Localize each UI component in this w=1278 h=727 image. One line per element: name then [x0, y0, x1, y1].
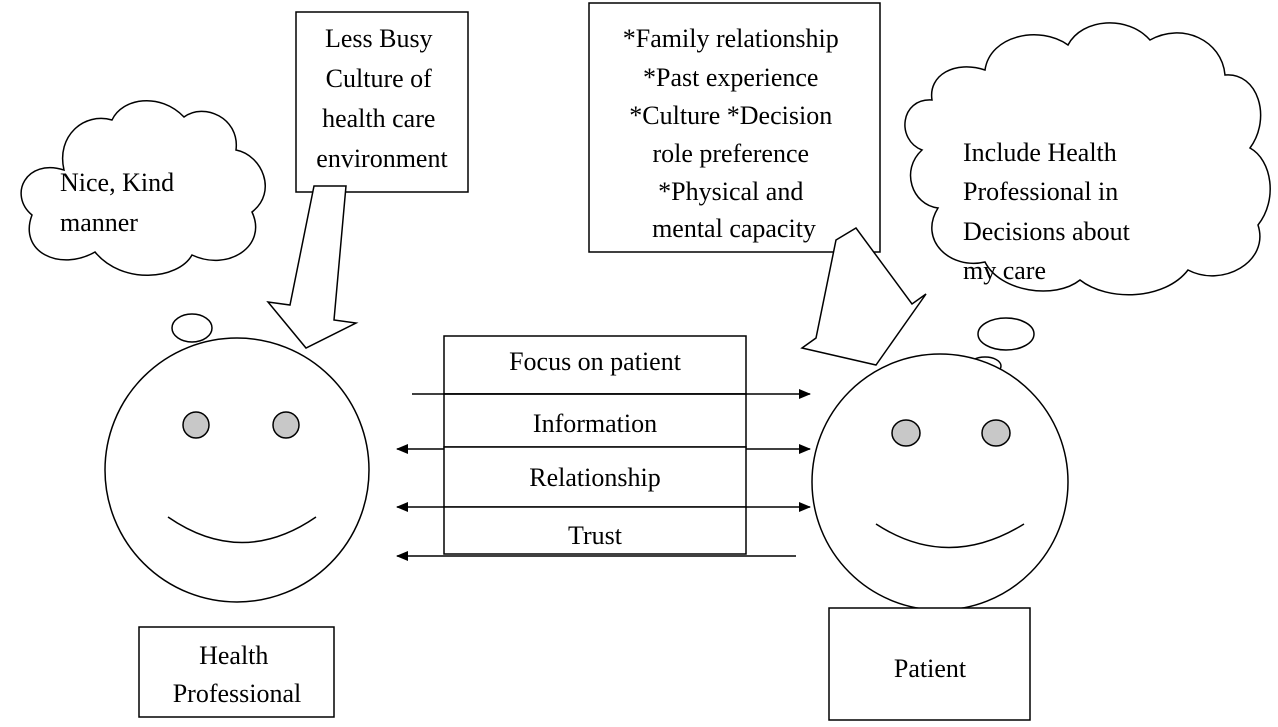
patient-box	[828, 607, 1031, 721]
channel-label-focus: Focus on patient	[509, 347, 682, 376]
professional-thought-cloud	[20, 100, 266, 276]
patient-face	[811, 353, 1069, 611]
patient-face-outline	[811, 353, 1069, 611]
channel-label-trust: Trust	[568, 521, 623, 550]
external-factors-line: Culture of	[326, 64, 432, 93]
external-factors-box	[295, 11, 469, 193]
patient-label: Patient	[894, 654, 967, 683]
professional-face-outline	[104, 337, 370, 603]
health-professional-label-line: Health	[199, 641, 268, 670]
patient-left-eye	[891, 419, 921, 447]
professional-thought-line: Nice, Kind	[60, 168, 174, 197]
patient-factors-line: *Family relationship	[623, 24, 839, 53]
external-factors-line: health care	[322, 104, 435, 133]
patient-factors-line: role preference	[652, 139, 809, 168]
channel-box-relationship	[443, 446, 747, 508]
patient-thought-line: Decisions about	[963, 217, 1131, 246]
health-professional-box	[138, 626, 335, 718]
patient-factors-line: *Culture *Decision	[629, 101, 832, 130]
professional-thought-text: Nice, Kind manner	[60, 168, 181, 237]
patient-thought-line: Include Health	[963, 138, 1117, 167]
professional-thought-line: manner	[60, 208, 138, 237]
channel-label-relationship: Relationship	[529, 463, 660, 492]
patient-right-eye	[981, 419, 1011, 447]
professional-right-eye	[272, 411, 300, 439]
professional-thought-bubble	[171, 313, 213, 343]
health-professional-label: Health Professional	[173, 641, 302, 708]
channel-box-focus	[443, 335, 747, 395]
patient-factors-line: *Past experience	[643, 63, 818, 92]
patient-thought-cloud	[904, 22, 1271, 296]
patient-influence-arrow	[800, 227, 927, 366]
patient-thought-bubble	[977, 317, 1035, 351]
patient-thought-line: my care	[963, 256, 1046, 285]
patient-factors-line: *Physical and	[658, 177, 803, 206]
patient-thought-line: Professional in	[963, 177, 1118, 206]
external-influence-arrow	[266, 185, 359, 349]
professional-left-eye	[182, 411, 210, 439]
professional-smile	[167, 516, 317, 544]
channel-label-information: Information	[533, 409, 657, 438]
patient-smile	[875, 523, 1025, 549]
external-factors-text: Less Busy Culture of health care environ…	[316, 24, 448, 173]
patient-factors-text: *Family relationship *Past experience *C…	[623, 24, 845, 243]
patient-thought-text: Include Health Professional in Decisions…	[963, 138, 1136, 285]
health-professional-face	[104, 337, 370, 603]
external-factors-line: environment	[316, 144, 448, 173]
channel-box-trust	[443, 506, 747, 555]
patient-factors-line: mental capacity	[652, 214, 816, 243]
health-professional-label-line: Professional	[173, 679, 302, 708]
external-factors-line: Less Busy	[325, 24, 433, 53]
patient-factors-box	[588, 2, 881, 253]
